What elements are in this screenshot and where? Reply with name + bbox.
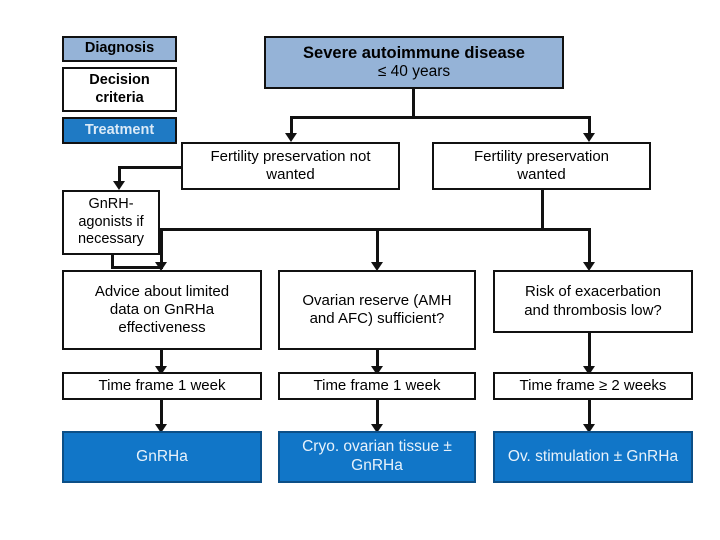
- node-time-frame-2: Time frame 1 week: [278, 372, 476, 400]
- arrowhead-to-treatment2: [371, 424, 383, 433]
- node-fertility-preservation-not-wanted: Fertility preservation not wanted: [181, 142, 400, 190]
- node-risk-exacerbation-thrombosis: Risk of exacerbation and thrombosis low?: [493, 270, 693, 333]
- legend-item-treatment: Treatment: [62, 117, 177, 144]
- node-treatment-ovarian-stimulation: Ov. stimulation ± GnRHa: [493, 431, 693, 483]
- arrowhead-to-treatment1: [155, 424, 167, 433]
- connector-distribution-bus: [160, 228, 590, 231]
- arrowhead-to-fp-wanted: [583, 133, 595, 142]
- arrowhead-to-gnrh-agonists: [113, 181, 125, 190]
- node-time-frame-3: Time frame ≥ 2 weeks: [493, 372, 693, 400]
- connector-advice-to-timeframe1: [160, 350, 163, 370]
- connector-timeframe2-to-treatment2: [376, 400, 379, 428]
- arrowhead-to-ovarian-reserve: [371, 262, 383, 271]
- arrowhead-to-timeframe1: [155, 366, 167, 375]
- arrowhead-to-timeframe2: [371, 366, 383, 375]
- connector-gnrh-bottom-v: [111, 255, 114, 269]
- connector-fp-wanted-stem: [541, 190, 544, 230]
- node-treatment-gnrha: GnRHa: [62, 431, 262, 483]
- connector-bus-drop-col3: [588, 228, 591, 266]
- connector-header-stem: [412, 89, 415, 119]
- node-time-frame-1: Time frame 1 week: [62, 372, 262, 400]
- connector-header-right-drop: [588, 116, 591, 136]
- node-fertility-preservation-wanted: Fertility preservation wanted: [432, 142, 651, 190]
- node-ovarian-reserve-sufficient: Ovarian reserve (AMH and AFC) sufficient…: [278, 270, 476, 350]
- connector-timeframe1-to-treatment1: [160, 400, 163, 428]
- legend-item-diagnosis: Diagnosis: [62, 36, 177, 62]
- arrowhead-to-risk-exacerbation: [583, 262, 595, 271]
- connector-timeframe3-to-treatment3: [588, 400, 591, 428]
- connector-not-wanted-to-gnrh-v: [118, 166, 121, 184]
- node-treatment-cryo-ovarian-tissue: Cryo. ovarian tissue ± GnRHa: [278, 431, 476, 483]
- arrowhead-to-fp-not-wanted: [285, 133, 297, 142]
- node-advice-limited-data: Advice about limited data on GnRHa effec…: [62, 270, 262, 350]
- connector-header-left-drop: [290, 116, 293, 136]
- arrowhead-to-treatment3: [583, 424, 595, 433]
- arrowhead-to-timeframe3: [583, 366, 595, 375]
- connector-ovarian-to-timeframe2: [376, 350, 379, 370]
- legend-item-decision-criteria: Decision criteria: [62, 67, 177, 112]
- node-header-subtitle: ≤ 40 years: [377, 63, 451, 81]
- connector-not-wanted-to-gnrh-h: [118, 166, 183, 169]
- connector-risk-to-timeframe3: [588, 333, 591, 370]
- node-severe-autoimmune-disease: Severe autoimmune disease ≤ 40 years: [264, 36, 564, 89]
- connector-bus-drop-col2: [376, 228, 379, 266]
- connector-bus-drop-col1: [160, 228, 163, 266]
- connector-gnrh-bottom-h: [111, 266, 163, 269]
- connector-header-bus: [290, 116, 590, 119]
- node-header-title: Severe autoimmune disease: [303, 43, 525, 62]
- node-gnrh-agonists-if-necessary: GnRH- agonists if necessary: [62, 190, 160, 255]
